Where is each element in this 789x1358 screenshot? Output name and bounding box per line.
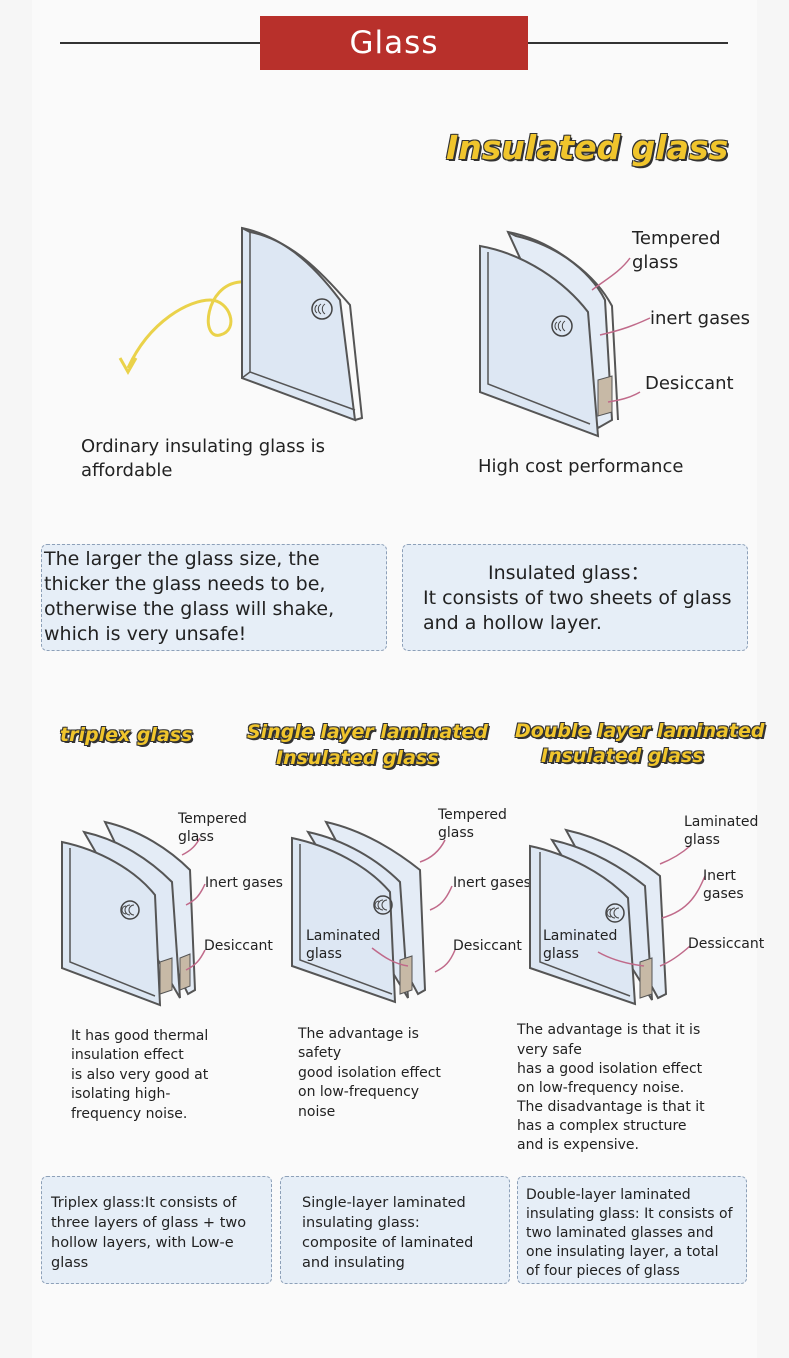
page-background xyxy=(32,0,757,1358)
double-title-1: Double layer laminated xyxy=(515,720,765,742)
double-desc-line: has a good isolation effect xyxy=(517,1061,703,1077)
single-label-laminated-glass: glass xyxy=(306,946,342,962)
caption-ordinary-1: Ordinary insulating glass is xyxy=(81,436,326,457)
single-box-line: Single-layer laminated xyxy=(302,1195,466,1211)
double-label-desiccant: Dessiccant xyxy=(688,936,765,952)
label-tempered: Tempered xyxy=(632,228,721,249)
triplex-label-inert: Inert gases xyxy=(205,875,283,891)
info-right-line: It consists of two sheets of glass xyxy=(423,587,732,609)
page-title: Glass xyxy=(260,16,528,70)
single-title-2: Insulated glass xyxy=(276,747,439,769)
label-desiccant: Desiccant xyxy=(645,373,734,394)
double-label-inert: Inert xyxy=(703,868,736,884)
triplex-desc-line: is also very good at xyxy=(71,1067,209,1083)
single-box-line: composite of laminated xyxy=(302,1235,474,1251)
double-label-laminated: Laminated xyxy=(684,814,759,830)
info-box-insulated-glass: Insulated glass： It consists of two shee… xyxy=(402,544,748,651)
triplex-label-tempered: Tempered xyxy=(178,811,247,827)
triplex-box-line: three layers of glass + two xyxy=(51,1215,247,1231)
info-left-line: otherwise the glass will shake, xyxy=(44,598,335,620)
header-rule-left xyxy=(60,42,260,44)
triplex-label-tempered-glass: glass xyxy=(178,829,214,845)
info-right-line: Insulated glass： xyxy=(488,562,650,584)
label-inert-gases: inert gases xyxy=(650,308,750,329)
insulated-glass-title: Insulated glass xyxy=(446,128,729,167)
triplex-desc-line: frequency noise. xyxy=(71,1106,188,1122)
single-label-inert: Inert gases xyxy=(453,875,531,891)
caption-ordinary-2: affordable xyxy=(81,460,173,481)
header-rule-right xyxy=(528,42,728,44)
info-right-line: and a hollow layer. xyxy=(423,612,602,634)
single-desc-line: noise xyxy=(298,1104,336,1120)
triplex-box-line: glass xyxy=(51,1255,89,1271)
double-label-laminated-glass: glass xyxy=(684,832,720,848)
triplex-title: triplex glass xyxy=(60,724,193,746)
single-desc-line: safety xyxy=(298,1045,342,1061)
triplex-desc-line: It has good thermal xyxy=(71,1028,209,1044)
single-desc-line: good isolation effect xyxy=(298,1065,441,1081)
double-box-line: Double-layer laminated xyxy=(526,1187,691,1203)
double-box-line: one insulating layer, a total xyxy=(526,1244,719,1260)
info-left-line: thicker the glass needs to be, xyxy=(44,573,326,595)
info-box-glass-size: The larger the glass size, the thicker t… xyxy=(41,544,387,651)
double-box-line: insulating glass: It consists of xyxy=(526,1206,733,1222)
double-title-2: Insulated glass xyxy=(541,745,704,767)
triplex-box-line: Triplex glass:It consists of xyxy=(51,1195,237,1211)
triplex-illustration xyxy=(61,820,206,1007)
label-tempered-glass: glass xyxy=(632,252,679,273)
double-pane-illustration xyxy=(479,230,651,438)
triplex-label-desiccant: Desiccant xyxy=(204,938,273,954)
double-summary-box: Double-layer laminated insulating glass:… xyxy=(517,1176,747,1284)
double-desc-line: The advantage is that it is xyxy=(517,1022,701,1038)
double-desc-line: has a complex structure xyxy=(517,1118,687,1134)
single-desc-line: The advantage is xyxy=(298,1026,419,1042)
single-box-line: insulating glass: xyxy=(302,1215,420,1231)
double-desc-line: and is expensive. xyxy=(517,1137,639,1153)
double-label-laminated-bottom: Laminated xyxy=(543,928,618,944)
double-label-laminated-bottom-glass: glass xyxy=(543,946,579,962)
single-summary-box: Single-layer laminated insulating glass:… xyxy=(280,1176,510,1284)
triplex-box-line: hollow layers, with Low-e xyxy=(51,1235,234,1251)
single-label-tempered: Tempered xyxy=(438,807,507,823)
info-left-line: The larger the glass size, the xyxy=(44,548,320,570)
single-pane-illustration xyxy=(118,226,364,422)
single-box-line: and insulating xyxy=(302,1255,405,1271)
double-desc-line: The disadvantage is that it xyxy=(517,1099,705,1115)
triplex-summary-box: Triplex glass:It consists of three layer… xyxy=(41,1176,272,1284)
triplex-desc-line: insulation effect xyxy=(71,1047,184,1063)
single-label-tempered-glass: glass xyxy=(438,825,474,841)
single-label-laminated: Laminated xyxy=(306,928,381,944)
caption-high-cost: High cost performance xyxy=(478,456,684,477)
double-desc-line: very safe xyxy=(517,1042,582,1058)
double-label-inert-gases: gases xyxy=(703,886,744,902)
double-laminated-illustration xyxy=(529,828,706,1006)
single-desc-line: on low-frequency xyxy=(298,1084,420,1100)
double-box-line: of four pieces of glass xyxy=(526,1263,680,1279)
single-label-desiccant: Desiccant xyxy=(453,938,522,954)
double-box-line: two laminated glasses and xyxy=(526,1225,714,1241)
single-title-1: Single layer laminated xyxy=(247,721,488,743)
single-laminated-illustration xyxy=(291,820,456,1004)
info-left-line: which is very unsafe! xyxy=(44,623,247,645)
double-desc-line: on low-frequency noise. xyxy=(517,1080,685,1096)
triplex-desc-line: isolating high- xyxy=(71,1086,171,1102)
